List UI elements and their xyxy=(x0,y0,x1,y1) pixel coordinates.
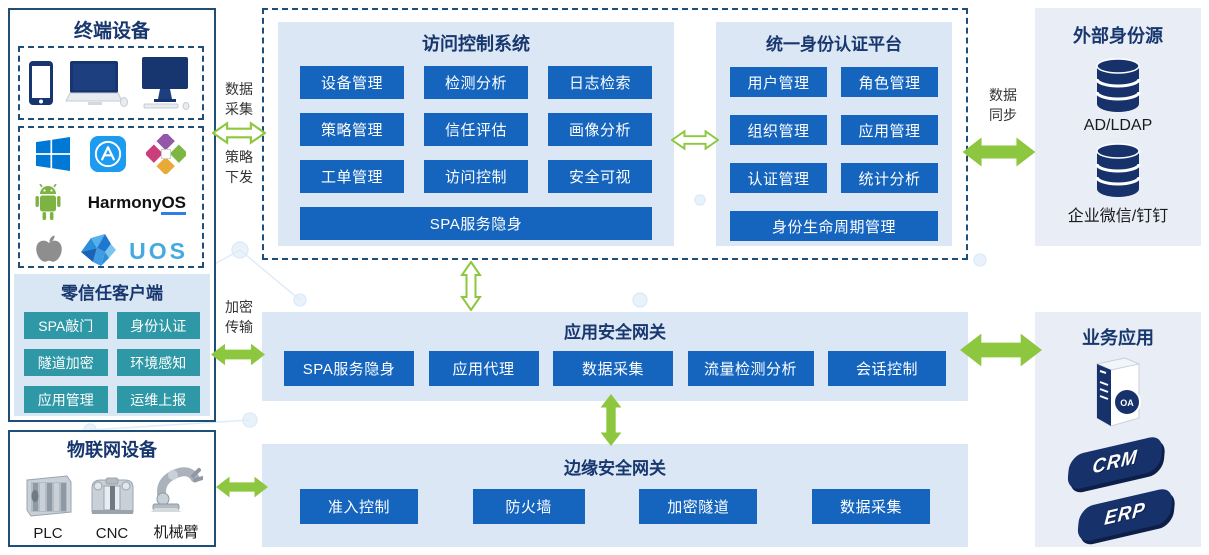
centos-logo-icon xyxy=(146,134,186,174)
module-chip: 统计分析 xyxy=(841,163,938,193)
business-apps-panel: 业务应用 OA CRM ERP xyxy=(1035,312,1201,547)
module-chip: 用户管理 xyxy=(730,67,827,97)
module-chip: 隧道加密 xyxy=(24,349,108,376)
adldap-label: AD/LDAP xyxy=(1083,117,1153,134)
module-chip: 安全可视 xyxy=(548,160,652,193)
module-chip: 角色管理 xyxy=(841,67,938,97)
plc-label: PLC xyxy=(33,525,63,542)
edge-gateway-panel: 边缘安全网关 准入控制 防火墙 加密隧道 数据采集 xyxy=(262,444,968,547)
module-chip: 流量检测分析 xyxy=(687,351,814,386)
apple-logo-icon xyxy=(36,235,62,262)
hollow-double-arrow-vertical xyxy=(460,261,482,311)
external-identity-panel: 外部身份源 AD/LDAP 企业微信/钉钉 xyxy=(1035,8,1201,246)
cnc-icon xyxy=(91,477,134,514)
device-icons-group xyxy=(18,46,204,120)
module-chip: 策略管理 xyxy=(300,113,404,146)
module-chip: SPA敲门 xyxy=(24,312,108,339)
module-chip: 设备管理 xyxy=(300,66,404,99)
module-chip: 会话控制 xyxy=(828,351,946,386)
module-chip: SPA服务隐身 xyxy=(300,207,652,240)
robot-arm-label: 机械臂 xyxy=(153,524,199,541)
solid-double-arrow-vertical xyxy=(600,394,622,446)
solid-double-arrow-horizontal xyxy=(960,333,1042,367)
business-apps-title: 业务应用 xyxy=(1082,328,1154,348)
database-icon xyxy=(1095,58,1141,112)
data-collect-label: 数据采集 xyxy=(225,81,253,117)
module-chip: 组织管理 xyxy=(730,115,827,145)
encrypted-transfer-label: 加密传输 xyxy=(225,299,253,335)
iot-devices-box: 物联网设备 PLC xyxy=(8,430,216,547)
iot-devices-title: 物联网设备 xyxy=(67,440,157,460)
oa-server-icon: OA xyxy=(1095,357,1141,427)
module-chip: 画像分析 xyxy=(548,113,652,146)
module-chip: 日志检索 xyxy=(548,66,652,99)
identity-platform-panel: 统一身份认证平台 用户管理 角色管理 组织管理 应用管理 认证管理 统计分析 身… xyxy=(716,22,952,246)
os-logos-group: HarmonyOS UOS xyxy=(18,126,204,268)
access-control-title: 访问控制系统 xyxy=(422,34,530,54)
laptop-icon xyxy=(65,61,128,107)
harmonyos-logo: HarmonyOS xyxy=(83,192,190,215)
terminal-devices-box: 终端设备 xyxy=(8,8,216,422)
solid-double-arrow-horizontal xyxy=(216,476,268,498)
plc-icon xyxy=(26,475,72,517)
module-chip: 工单管理 xyxy=(300,160,404,193)
module-chip: 运维上报 xyxy=(116,386,200,413)
module-chip: SPA服务隐身 xyxy=(284,351,414,386)
hollow-double-arrow-horizontal xyxy=(671,129,719,151)
svg-text:OA: OA xyxy=(1120,398,1134,408)
module-chip: 加密隧道 xyxy=(639,489,758,524)
module-chip: 环境感知 xyxy=(116,349,200,376)
android-logo-icon xyxy=(35,184,61,220)
windows-logo-icon xyxy=(36,137,70,171)
smartphone-icon xyxy=(29,61,53,105)
policy-push-label: 策略下发 xyxy=(225,149,253,185)
module-chip: 应用管理 xyxy=(24,386,108,413)
crm-tag: CRM xyxy=(1066,434,1164,492)
desktop-icon xyxy=(142,57,190,110)
module-chip: 数据采集 xyxy=(553,351,673,386)
module-chip: 信任评估 xyxy=(424,113,528,146)
terminal-devices-title: 终端设备 xyxy=(73,21,150,42)
app-gateway-title: 应用安全网关 xyxy=(564,323,666,342)
external-identity-title: 外部身份源 xyxy=(1073,26,1163,46)
erp-tag: ERP xyxy=(1076,486,1174,544)
zero-trust-client-panel: 零信任客户端 SPA敲门 身份认证 隧道加密 环境感知 应用管理 运维上报 xyxy=(14,274,210,416)
deepin-logo-icon xyxy=(80,234,116,266)
robot-arm-icon xyxy=(151,467,205,512)
data-sync-label: 数据同步 xyxy=(989,87,1017,123)
module-chip: 应用管理 xyxy=(841,115,938,145)
cnc-label: CNC xyxy=(95,525,129,542)
appstore-logo-icon xyxy=(90,136,126,172)
module-chip: 身份认证 xyxy=(116,312,200,339)
database-icon xyxy=(1095,143,1141,197)
hollow-double-arrow-horizontal xyxy=(212,121,266,145)
wechat-dingtalk-label: 企业微信/钉钉 xyxy=(1067,208,1169,225)
zero-trust-client-title: 零信任客户端 xyxy=(61,284,163,303)
identity-platform-title: 统一身份认证平台 xyxy=(766,35,902,54)
uos-logo: UOS xyxy=(129,237,188,264)
module-chip: 认证管理 xyxy=(730,163,827,193)
solid-double-arrow-horizontal xyxy=(211,343,265,366)
module-chip: 检测分析 xyxy=(424,66,528,99)
module-chip: 应用代理 xyxy=(428,351,539,386)
solid-double-arrow-horizontal xyxy=(962,137,1036,167)
module-chip: 准入控制 xyxy=(300,489,418,524)
module-chip: 身份生命周期管理 xyxy=(730,211,938,241)
module-chip: 访问控制 xyxy=(424,160,528,193)
module-chip: 数据采集 xyxy=(811,489,930,524)
module-chip: 防火墙 xyxy=(472,489,585,524)
app-gateway-panel: 应用安全网关 SPA服务隐身 应用代理 数据采集 流量检测分析 会话控制 xyxy=(262,312,968,401)
edge-gateway-title: 边缘安全网关 xyxy=(564,459,666,478)
access-control-panel: 访问控制系统 设备管理 检测分析 日志检索 策略管理 信任评估 画像分析 工单管… xyxy=(278,22,674,246)
